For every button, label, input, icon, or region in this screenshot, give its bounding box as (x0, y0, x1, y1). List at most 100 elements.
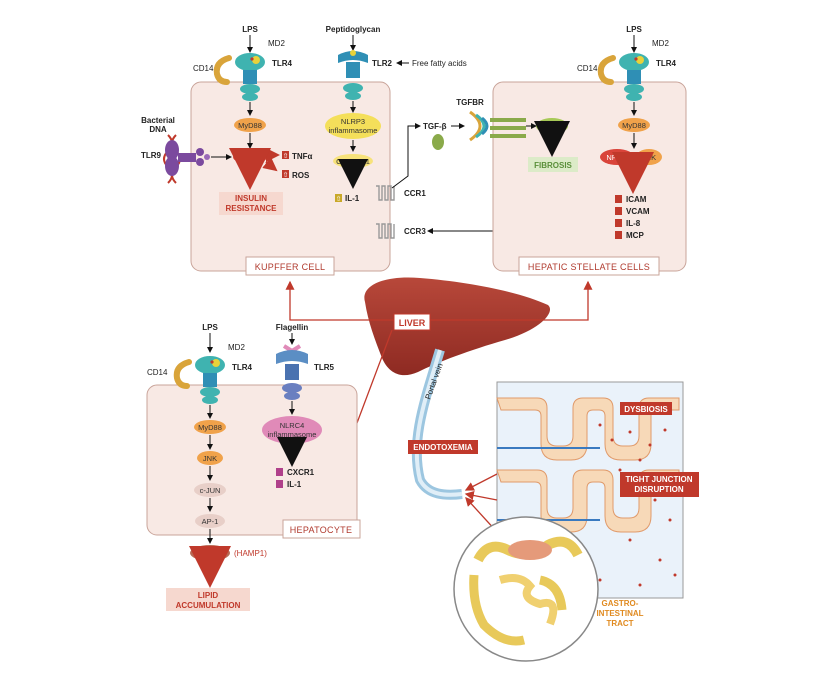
tlr9-receptor-icon (165, 140, 210, 176)
cxcr1-label: CXCR1 (287, 468, 315, 477)
cjun-node (194, 483, 226, 497)
nlrp3-node (325, 113, 381, 139)
tlr9-label: TLR9 (141, 151, 162, 160)
endotoxemia-label: ENDOTOXEMIA (413, 443, 473, 452)
kupffer-cell-body (190, 81, 391, 272)
tlr2-label: TLR2 (372, 59, 393, 68)
stellate-cd14-label: CD14 (577, 64, 598, 73)
hepatocyte-jnk-node (197, 451, 223, 465)
stellate-cell-label: HEPATIC STELLATE CELLS (528, 262, 650, 272)
insulin-resistance-box (219, 192, 283, 215)
bacterial-dna-label-2: DNA (149, 125, 167, 134)
tight-junction-2: DISRUPTION (634, 485, 684, 494)
ccr1-receptor-icon (376, 185, 395, 201)
bacteria-dots-icon (598, 423, 677, 587)
hepatocyte-jnk-text: JNK (203, 454, 217, 463)
kupffer-cell: KUPFFER CELL LPS MD2 TLR4 CD14 MyD88 NF-… (141, 25, 467, 276)
gi-tract-label-3: TRACT (606, 619, 633, 628)
icam-label: ICAM (626, 195, 647, 204)
hamp1-label: (HAMP1) (234, 549, 267, 558)
svg-text:⇧: ⇧ (283, 171, 289, 179)
cjun-text: c-JUN (200, 486, 221, 495)
hepatocyte-label: HEPATOCYTE (290, 525, 353, 535)
lipid-accumulation-2: ACCUMULATION (176, 601, 241, 610)
lipid-accumulation-1: LIPID (198, 591, 219, 600)
tgfbr-receptor-icon (469, 110, 526, 142)
tight-junction-1: TIGHT JUNCTION (625, 475, 692, 484)
tgfb-ligand-icon (432, 134, 444, 150)
stellate-tlr4-label: TLR4 (656, 59, 677, 68)
nfkb-text: NF-κB (239, 153, 260, 162)
tlr5-receptor-icon (276, 344, 308, 400)
flagellin-label: Flagellin (276, 323, 309, 332)
nlrc4-text-1: NLRC4 (280, 421, 305, 430)
tlr5-label: TLR5 (314, 363, 335, 372)
stellate-nfkb-text: NF-κB (606, 153, 627, 162)
stellate-cell-label-box (518, 256, 660, 276)
ccr1-label: CCR1 (404, 189, 426, 198)
liver-label-box (393, 313, 431, 331)
nlrp3-text-1: NLRP3 (341, 117, 365, 126)
nlrc4-text-2: inflammasome (268, 430, 317, 439)
hepatocyte-tlr4-receptor-icon (195, 356, 225, 404)
liver-label: LIVER (399, 318, 426, 328)
hepatocyte-label-box (282, 519, 361, 539)
gi-tract-label-1: GASTRO- (602, 599, 639, 608)
lipid-accumulation-box (166, 588, 250, 611)
cd14-icon (213, 55, 232, 85)
villi-icon (496, 397, 680, 533)
jnk-text: JNK (642, 153, 656, 162)
cd14-label: CD14 (193, 64, 214, 73)
ap1-text: AP-1 (202, 517, 219, 526)
tnfa-label: TNFα (292, 152, 313, 161)
ros-label: ROS (292, 171, 310, 180)
tlr4-receptor-icon (235, 53, 265, 101)
stellate-md2-label: MD2 (652, 39, 669, 48)
lps-label: LPS (242, 25, 258, 34)
intestine-icon (469, 536, 583, 646)
liver: LIVER Portal vein (285, 277, 593, 510)
kupffer-cell-label-box (245, 256, 335, 276)
hepatocyte-body (146, 384, 358, 536)
svg-text:⇧: ⇧ (336, 195, 342, 203)
nlrp3-text-2: inflammasome (329, 126, 378, 135)
insulin-resistance-1: INSULIN (235, 194, 267, 203)
hepatocyte-md2-label: MD2 (228, 343, 245, 352)
hepatocyte-myd88-node (194, 420, 226, 434)
hepcidin-text: Hepcidin (195, 549, 224, 558)
tlr4-label: TLR4 (272, 59, 293, 68)
hepatocyte-myd88-text: MyD88 (198, 423, 222, 432)
stellate-cell: HEPATIC STELLATE CELLS TGF-β TGFBR Smad … (423, 25, 687, 276)
hepatocyte-il1-label: IL-1 (287, 480, 302, 489)
bacterial-dna-label-1: Bacterial (141, 116, 175, 125)
dysbiosis-label: DYSBIOSIS (624, 405, 668, 414)
md2-label: MD2 (268, 39, 285, 48)
ccr3-receptor-icon (376, 223, 395, 239)
myd88-text: MyD88 (238, 121, 262, 130)
stellate-cd14-icon (597, 55, 616, 85)
tgfb-label: TGF-β (423, 122, 447, 131)
hepatocyte-tlr4-label: TLR4 (232, 363, 253, 372)
stellate-lps-label: LPS (626, 25, 642, 34)
mcp-label: MCP (626, 231, 644, 240)
stellate-myd88-text: MyD88 (622, 121, 646, 130)
hepatocyte-lps-label: LPS (202, 323, 218, 332)
peptidoglycan-label: Peptidoglycan (326, 25, 381, 34)
tight-junction-box (620, 472, 699, 497)
insulin-resistance-2: RESISTANCE (226, 204, 278, 213)
ccr3-label: CCR3 (404, 227, 426, 236)
endotoxemia-box (408, 440, 478, 454)
fibrosis-box (528, 157, 578, 172)
gi-tract-label-2: INTESTINAL (596, 609, 643, 618)
liver-icon (364, 277, 551, 376)
hepatocyte: HEPATOCYTE LPS MD2 TLR4 CD14 MyD88 JNK c… (146, 323, 361, 611)
fibrosis-label: FIBROSIS (534, 161, 572, 170)
myd88-node (234, 118, 266, 132)
gut-panel: DYSBIOSIS TIGHT JUNCTION DISRUPTION ENDO… (408, 381, 699, 662)
caspase1-text: Caspase1 (336, 157, 370, 166)
free-fatty-acids-label: Free fatty acids (412, 59, 467, 68)
hepatocyte-cd14-label: CD14 (147, 368, 168, 377)
hepatocyte-cd14-icon (173, 359, 192, 389)
il1-label: IL-1 (345, 194, 360, 203)
